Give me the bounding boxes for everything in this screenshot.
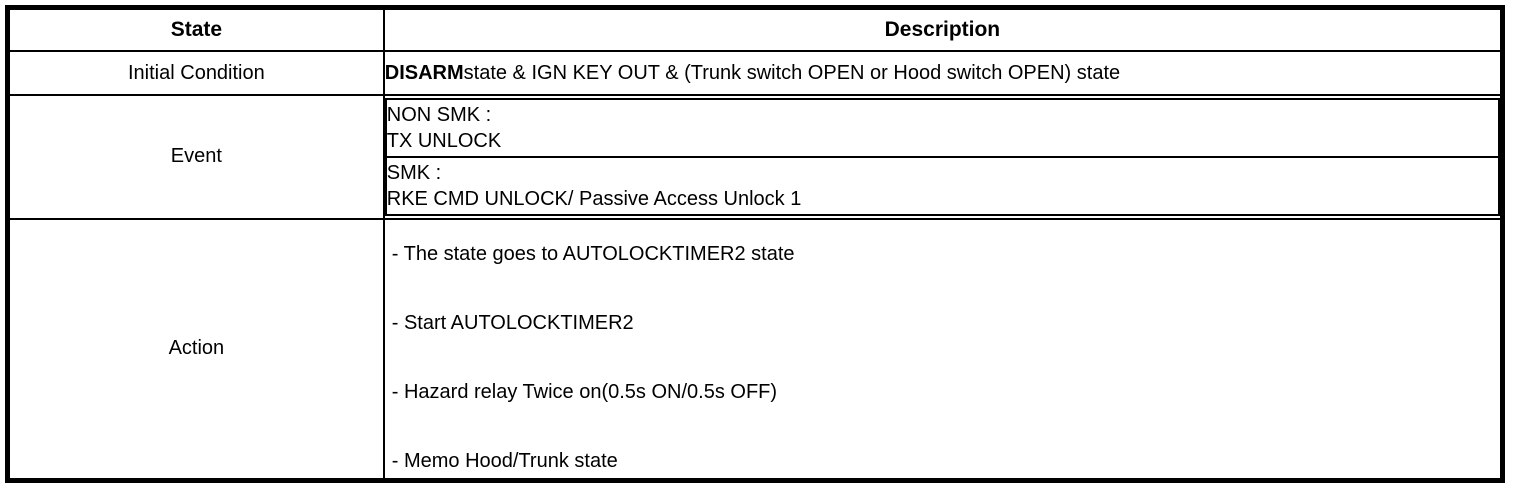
list-item: - The state goes to AUTOLOCKTIMER2 state	[391, 242, 795, 265]
action-item-list: - The state goes to AUTOLOCKTIMER2 state…	[385, 224, 1500, 474]
table-row: Action - The state goes to AUTOLOCKTIMER…	[6, 217, 1504, 482]
cell-initial-condition-description: DISARMstate & IGN KEY OUT & (Trunk switc…	[382, 50, 1504, 96]
event-subrow-table: NON SMK : TX UNLOCK SMK : RKE CMD UNLOCK…	[384, 97, 1501, 216]
event-non-smk-title: NON SMK :	[386, 103, 492, 126]
event-subrow-non-smk: NON SMK : TX UNLOCK	[384, 97, 1501, 158]
column-header-description: Description	[382, 6, 1504, 52]
list-item: - Memo Hood/Trunk state	[391, 449, 618, 472]
list-item: - Start AUTOLOCKTIMER2	[391, 311, 634, 334]
event-subrow-smk: SMK : RKE CMD UNLOCK/ Passive Access Unl…	[384, 155, 1501, 216]
row-label-action: Action	[6, 217, 385, 482]
event-smk-value: RKE CMD UNLOCK/ Passive Access Unlock 1	[386, 187, 802, 210]
disarm-keyword: DISARM	[384, 62, 464, 84]
event-non-smk-value: TX UNLOCK	[386, 129, 502, 152]
row-label-event: Event	[6, 94, 385, 220]
table-row: Event NON SMK : TX UNLOCK	[6, 94, 1504, 220]
event-smk-title: SMK :	[386, 161, 442, 184]
event-smk-block: SMK : RKE CMD UNLOCK/ Passive Access Unl…	[384, 155, 1501, 216]
event-non-smk-block: NON SMK : TX UNLOCK	[384, 97, 1501, 158]
initial-condition-text: state & IGN KEY OUT & (Trunk switch OPEN…	[463, 62, 1121, 84]
state-description-table: State Description Initial Condition DISA…	[5, 5, 1505, 483]
table-row: Initial Condition DISARMstate & IGN KEY …	[6, 50, 1504, 96]
cell-action-description: - The state goes to AUTOLOCKTIMER2 state…	[382, 217, 1504, 482]
table-header-row: State Description	[6, 6, 1504, 52]
list-item: - Hazard relay Twice on(0.5s ON/0.5s OFF…	[391, 380, 778, 403]
cell-event-description: NON SMK : TX UNLOCK SMK : RKE CMD UNLOCK…	[382, 94, 1504, 220]
row-label-initial-condition: Initial Condition	[6, 50, 385, 96]
column-header-state: State	[6, 6, 385, 52]
